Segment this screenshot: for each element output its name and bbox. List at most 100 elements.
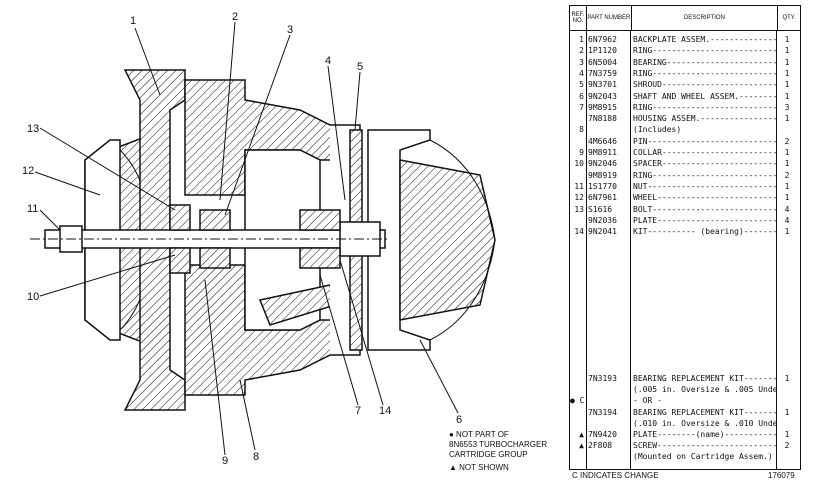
callout-8: 8 bbox=[253, 451, 259, 463]
callout-5: 5 bbox=[357, 61, 363, 73]
qty-cell: 1 bbox=[784, 91, 790, 101]
table-row: 36N5004BEARING--------------------------… bbox=[570, 57, 800, 68]
qty-cell: 1 bbox=[784, 430, 790, 439]
part-number-cell: 9N2043 bbox=[588, 91, 617, 101]
table-row: (Mounted on Cartridge Assem.) bbox=[570, 451, 800, 462]
ref-cell: 2 bbox=[579, 46, 584, 56]
table-row: (.010 in. Oversize & .010 Undersize I. D… bbox=[570, 418, 800, 429]
description-cell: RING----------------------------- bbox=[633, 46, 776, 56]
legend-not-part-3: CARTRIDGE GROUP bbox=[449, 450, 528, 459]
part-number-cell: 2F808 bbox=[588, 441, 613, 451]
figure-id: 176079 bbox=[768, 471, 795, 480]
callout-9: 9 bbox=[222, 455, 228, 467]
description-cell: SHAFT AND WHEEL ASSEM.----------- bbox=[633, 91, 776, 101]
turbocharger-cutaway-drawing: 1 2 3 4 5 13 12 11 10 9 8 7 14 6 bbox=[22, 11, 496, 467]
description-cell: (.010 in. Oversize & .010 Undersize I. D… bbox=[633, 418, 776, 428]
part-number-cell: 6N7961 bbox=[588, 193, 617, 203]
ref-cell: 7 bbox=[579, 102, 584, 112]
part-number-cell: 9M8915 bbox=[588, 102, 617, 112]
ref-cell: 12 bbox=[574, 193, 584, 203]
qty-cell: 1 bbox=[784, 57, 790, 67]
qty-cell: 4 bbox=[784, 204, 790, 214]
qty-cell: 4 bbox=[784, 215, 790, 225]
table-row: ▲7N9420PLATE--------(name)--------------… bbox=[570, 429, 800, 440]
description-cell: RING----------------------------- bbox=[633, 102, 776, 112]
shaft-assembly bbox=[30, 221, 390, 257]
table-row: 13 S1616 BOLT-----------------------------… bbox=[570, 204, 800, 215]
header-ref: REF. NO. bbox=[570, 6, 587, 30]
callout-12: 12 bbox=[22, 165, 34, 177]
ref-cell: 9 bbox=[579, 148, 584, 157]
callout-7: 7 bbox=[355, 405, 361, 417]
qty-cell: 1 bbox=[784, 80, 790, 90]
description-cell: BOLT----------------------------- bbox=[633, 204, 776, 214]
table-row: 6 9N2043 SHAFT AND WHEEL ASSEM.-----------… bbox=[570, 91, 800, 102]
header-part-number: PART NUMBER bbox=[587, 6, 632, 30]
ref-cell: 10 bbox=[574, 159, 584, 169]
callout-3: 3 bbox=[287, 24, 293, 36]
leader-lines bbox=[34, 21, 459, 456]
callout-1: 1 bbox=[130, 15, 136, 27]
table-row: 7N8188 HOUSING ASSEM.------------------- 1 bbox=[570, 113, 800, 124]
part-number-cell: 9N2041 bbox=[588, 227, 617, 237]
legend-not-part-2: 8N6553 TURBOCHARGER bbox=[449, 440, 548, 449]
part-number-cell: S1616 bbox=[588, 204, 613, 214]
description-cell: HOUSING ASSEM.------------------- bbox=[633, 114, 776, 124]
part-number-cell: 7N9420 bbox=[588, 430, 617, 439]
header-description: DESCRIPTION bbox=[632, 6, 779, 30]
qty-cell: 2 bbox=[784, 170, 790, 180]
ref-cell: 13 bbox=[574, 204, 584, 214]
table-row: ● C- OR - bbox=[570, 395, 800, 406]
description-cell: (Mounted on Cartridge Assem.) bbox=[633, 452, 773, 462]
callout-4: 4 bbox=[325, 55, 331, 67]
callout-14: 14 bbox=[379, 405, 391, 417]
ref-cell: 8 bbox=[579, 125, 584, 135]
table-header: REF. NO. PART NUMBER DESCRIPTION QTY. bbox=[570, 6, 800, 31]
ref-cell: 1 bbox=[579, 35, 584, 44]
part-number-cell: 9N2046 bbox=[588, 159, 617, 169]
description-cell: BEARING REPLACEMENT KIT---------- bbox=[633, 407, 776, 417]
table-row: 4M6646 PIN--------------------------- 2 bbox=[570, 136, 800, 147]
qty-cell: 3 bbox=[784, 102, 790, 112]
description-cell: PLATE---------------------------- bbox=[633, 215, 776, 225]
description-cell: SHROUD--------------------------- bbox=[633, 80, 776, 90]
part-number-cell: 7N3193 bbox=[588, 374, 617, 383]
description-cell: WHEEL---------------------------- bbox=[633, 193, 776, 203]
qty-cell: 2 bbox=[784, 136, 790, 146]
part-number-cell: 7N8188 bbox=[588, 114, 617, 124]
callout-6: 6 bbox=[456, 414, 462, 426]
part-number-cell: 1P1120 bbox=[588, 46, 617, 56]
table-row: 59N3701SHROUD---------------------------… bbox=[570, 79, 800, 90]
description-cell: RING----------------------------- bbox=[633, 170, 776, 180]
qty-cell: 1 bbox=[784, 114, 790, 124]
ref-cell: ▲ bbox=[579, 441, 584, 451]
callout-10: 10 bbox=[27, 291, 39, 303]
part-number-cell: 4M6646 bbox=[588, 136, 617, 146]
table-row: 2 1P1120 RING-----------------------------… bbox=[570, 45, 800, 56]
part-number-cell: 9M8911 bbox=[588, 148, 617, 157]
description-cell: BEARING REPLACEMENT KIT---------- bbox=[633, 374, 776, 383]
change-note: C INDICATES CHANGE bbox=[572, 471, 659, 480]
qty-cell: 1 bbox=[784, 148, 790, 157]
description-cell: (.005 in. Oversize & .005 Undersize I. D… bbox=[633, 385, 776, 395]
table-row: 99M8911COLLAR---------------------------… bbox=[570, 147, 800, 158]
part-number-cell: 6N7962 bbox=[588, 35, 617, 44]
ref-cell: 6 bbox=[579, 91, 584, 101]
table-row: 7 9M8915 RING-----------------------------… bbox=[570, 102, 800, 113]
part-number-cell: 7N3759 bbox=[588, 68, 617, 78]
table-row: 8(Includes) bbox=[570, 124, 800, 135]
legend: ● NOT PART OF 8N6553 TURBOCHARGER CARTRI… bbox=[449, 430, 579, 473]
description-cell: PIN--------------------------- bbox=[633, 136, 776, 146]
ref-cell: ● C bbox=[570, 396, 585, 406]
callout-11: 11 bbox=[27, 203, 38, 215]
ref-cell: 4 bbox=[579, 68, 584, 78]
ref-cell: ▲ bbox=[579, 430, 584, 439]
ref-cell: 11 bbox=[574, 181, 584, 191]
